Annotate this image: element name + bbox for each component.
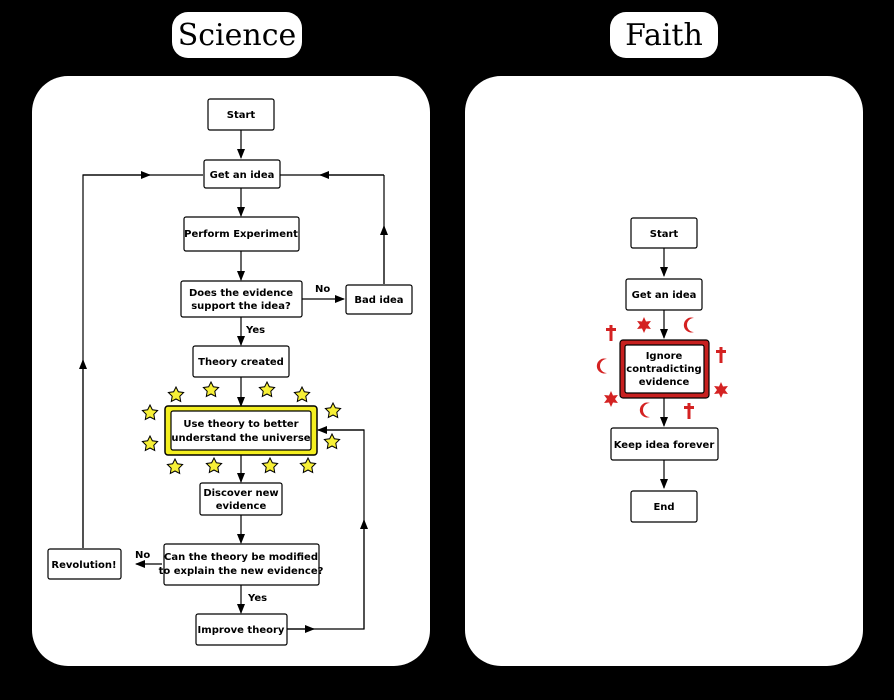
star-icon <box>324 402 342 418</box>
end-box <box>630 490 698 523</box>
star-icon <box>166 458 184 474</box>
evidence-question-line1: Does the evidence <box>189 288 293 299</box>
science-start-box <box>207 98 275 131</box>
discover-evidence-line1: Discover new <box>203 488 278 499</box>
end-label: End <box>653 502 674 513</box>
faith-get-idea-label: Get an idea <box>632 290 697 301</box>
yes-label-1: Yes <box>245 325 265 336</box>
keep-idea-label: Keep idea forever <box>614 440 715 451</box>
use-theory-box <box>170 410 312 451</box>
science-flowchart: Start Get an idea Perform Experiment Doe… <box>47 98 413 646</box>
evidence-question-line2: support the idea? <box>191 301 291 312</box>
faith-title: Faith <box>610 12 718 58</box>
use-theory-line1: Use theory to better <box>183 419 298 430</box>
crescent-icon <box>596 358 607 374</box>
discover-evidence-line2: evidence <box>216 501 267 512</box>
science-start-label: Start <box>227 110 256 121</box>
revolution-box <box>47 548 122 580</box>
faith-get-idea-box <box>625 278 703 311</box>
improve-theory-label: Improve theory <box>198 625 285 636</box>
cross-icon <box>606 325 616 341</box>
star-icon <box>261 457 279 473</box>
star-icon <box>141 435 159 451</box>
star-icon <box>293 386 311 402</box>
ignore-evidence-box <box>624 344 705 394</box>
star-icon <box>323 433 341 449</box>
no-label-1: No <box>315 284 330 295</box>
modify-question-line1: Can the theory be modified <box>164 552 318 563</box>
faith-start-box <box>630 217 698 249</box>
star-icon <box>299 457 317 473</box>
evidence-question-box <box>180 280 303 318</box>
use-theory-line2: understand the universe <box>171 433 310 444</box>
perform-experiment-label: Perform Experiment <box>184 229 298 240</box>
ignore-evidence-line3: evidence <box>639 377 690 388</box>
theory-created-label: Theory created <box>198 357 284 368</box>
ignore-evidence-line2: contradicting <box>626 364 701 375</box>
crescent-icon <box>683 317 694 333</box>
modify-question-line2: to explain the new evidence? <box>159 566 324 577</box>
modify-question-box <box>163 543 320 586</box>
star-icon <box>141 404 159 420</box>
keep-idea-box <box>610 427 719 461</box>
bad-idea-box <box>345 284 413 315</box>
faith-flowchart: Start Get an idea Ignore contradicting e… <box>596 217 728 523</box>
star-icon <box>205 457 223 473</box>
discover-evidence-box <box>199 482 283 516</box>
star-of-david-icon <box>714 382 728 398</box>
science-get-idea-label: Get an idea <box>210 170 275 181</box>
revolution-label: Revolution! <box>51 560 116 571</box>
no-label-2: No <box>135 550 150 561</box>
star-icon <box>167 386 185 402</box>
cross-icon <box>716 347 726 363</box>
theory-created-box <box>192 345 290 378</box>
star-icon <box>258 381 276 397</box>
star-of-david-icon <box>637 317 651 333</box>
star-of-david-icon <box>604 391 618 407</box>
star-icon <box>202 381 220 397</box>
bad-idea-label: Bad idea <box>354 295 403 306</box>
faith-start-label: Start <box>650 229 679 240</box>
yes-label-2: Yes <box>247 593 267 604</box>
crescent-icon <box>639 402 650 418</box>
perform-experiment-box <box>183 216 300 252</box>
science-get-idea-box <box>203 159 281 189</box>
science-title: Science <box>172 12 302 58</box>
cross-icon <box>684 403 694 419</box>
ignore-evidence-line1: Ignore <box>646 351 683 362</box>
improve-theory-box <box>195 613 288 646</box>
